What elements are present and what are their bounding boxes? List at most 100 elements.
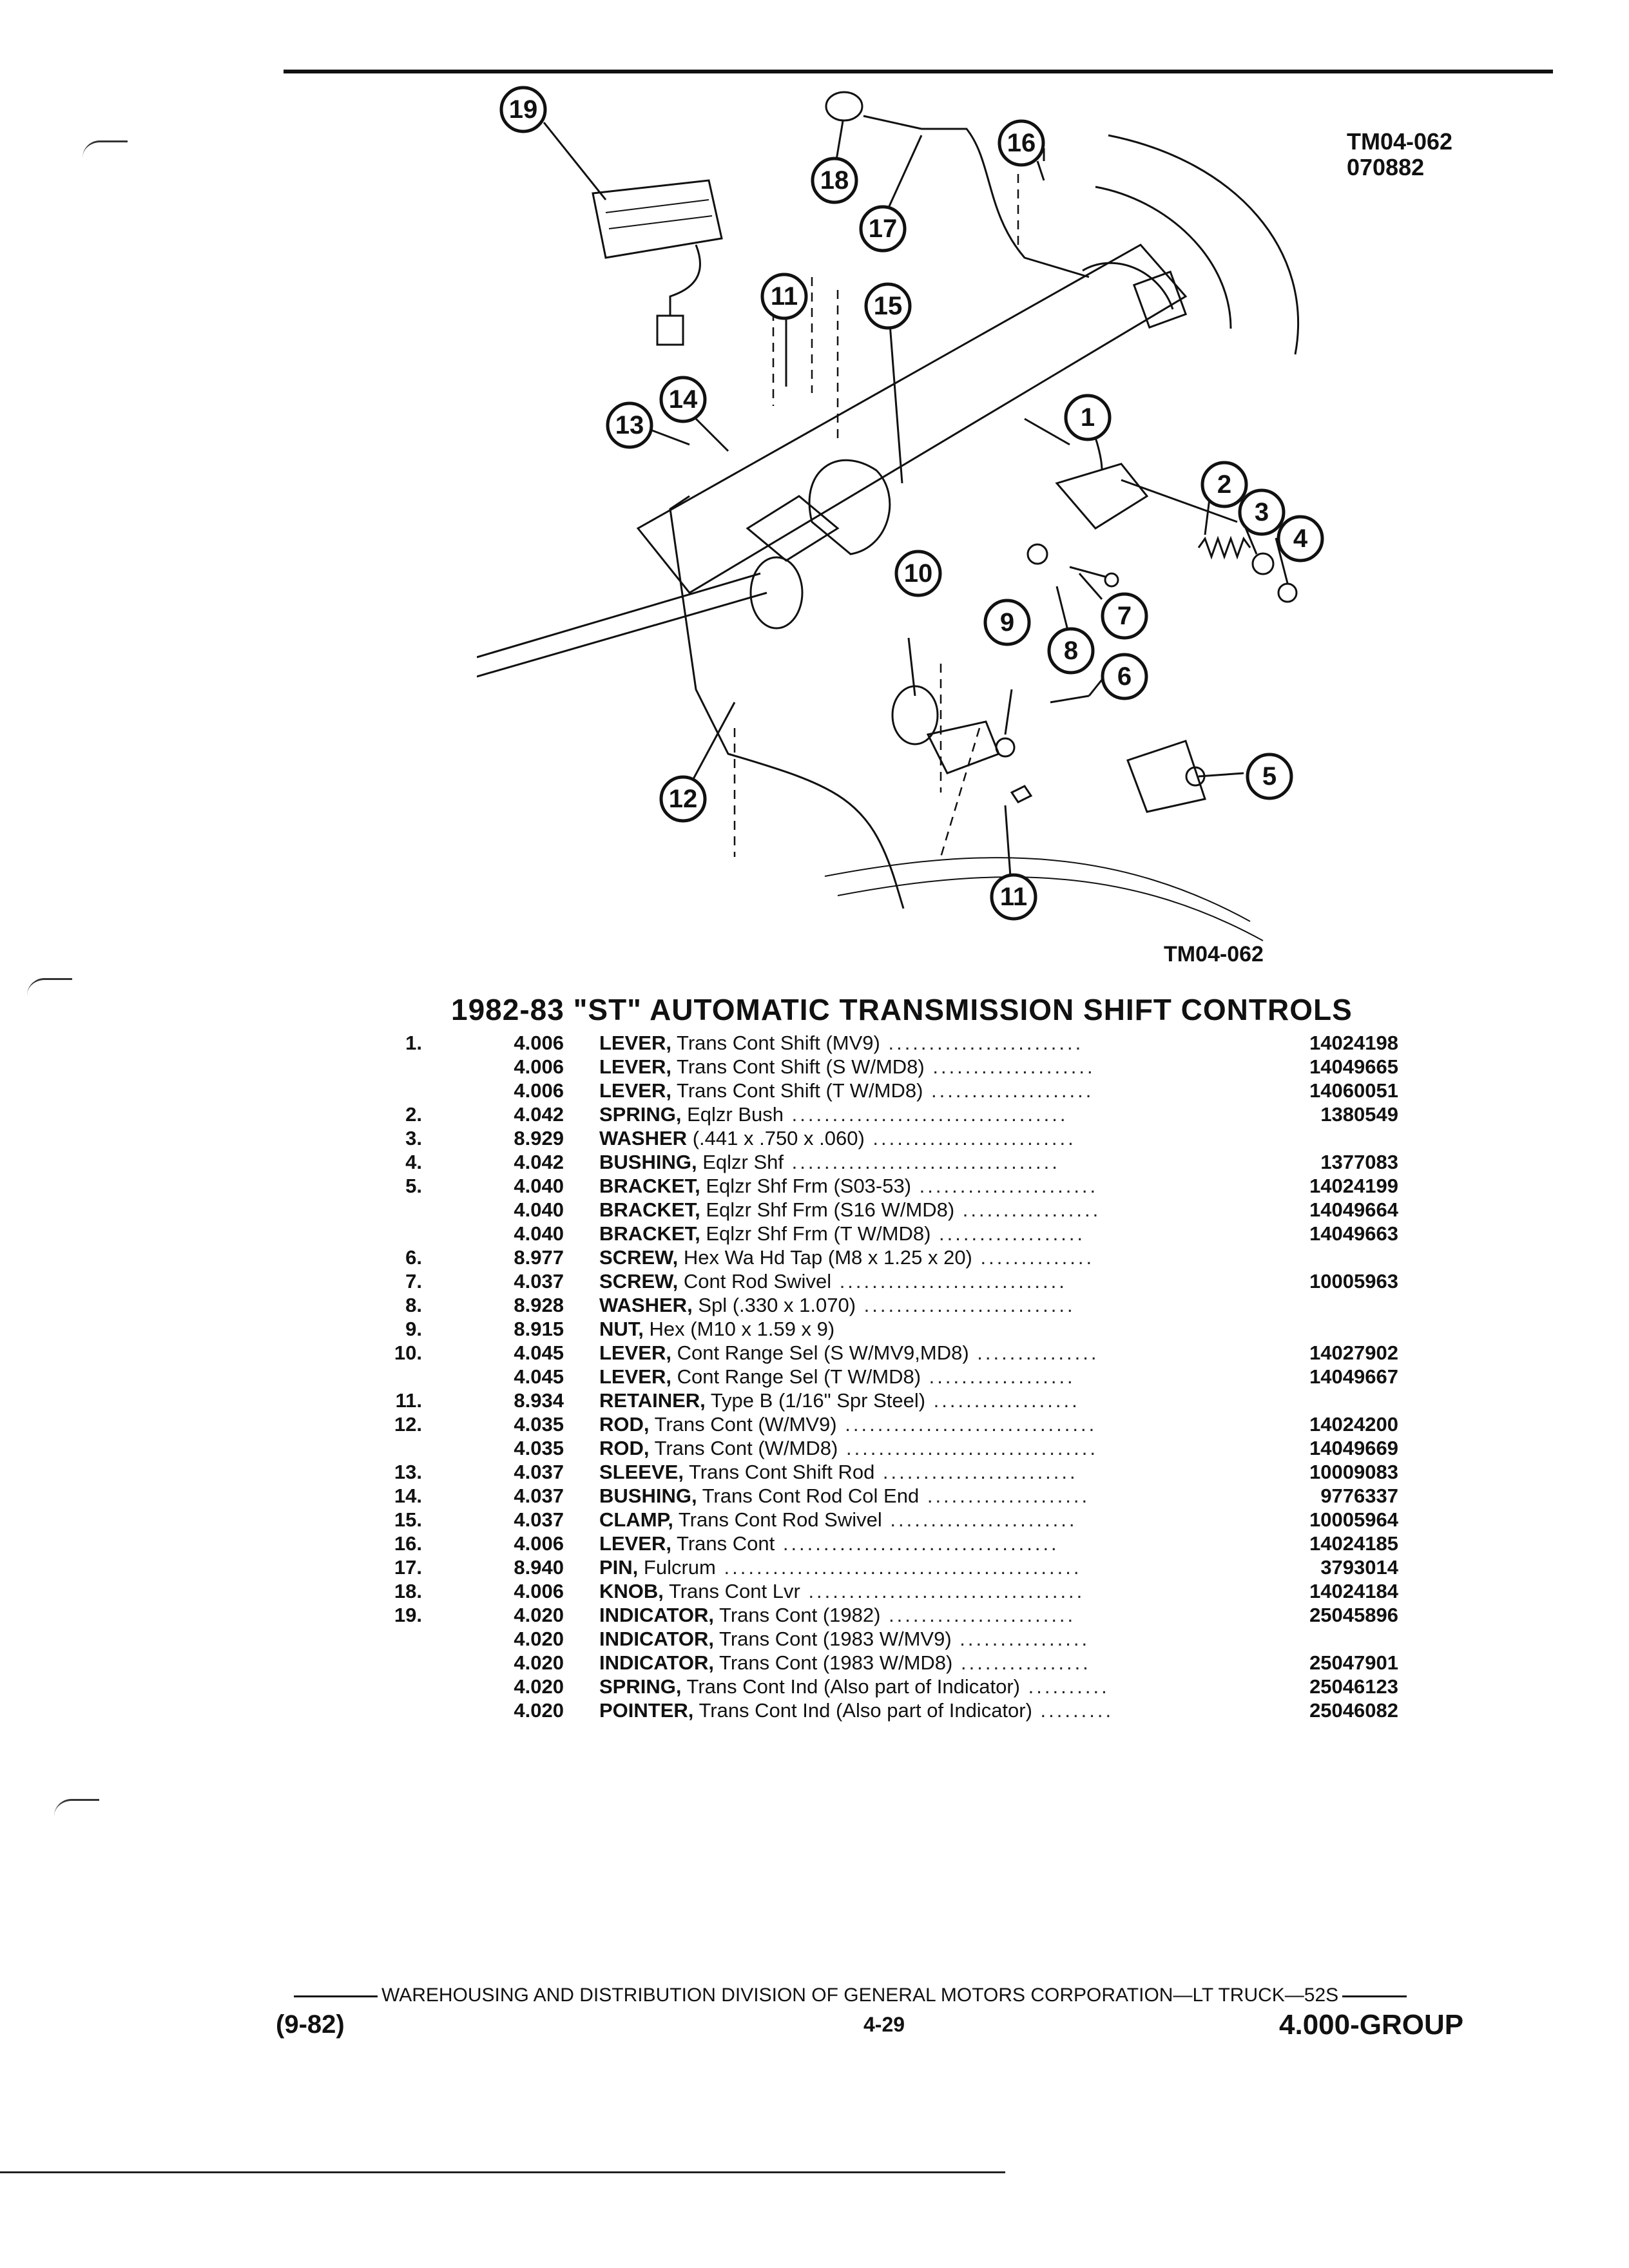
item-number: 9. bbox=[405, 1318, 422, 1340]
svg-text:10: 10 bbox=[904, 559, 933, 588]
part-description: SPRING, Eqlzr Bush .....................… bbox=[599, 1102, 1276, 1126]
dot-leader: .................... bbox=[919, 1485, 1090, 1507]
svg-text:15: 15 bbox=[874, 292, 903, 320]
item-number: 10. bbox=[394, 1341, 422, 1364]
dot-leader: .............. bbox=[972, 1246, 1095, 1269]
part-description: BRACKET, Eqlzr Shf Frm (S03-53) ........… bbox=[599, 1174, 1276, 1198]
group-number: 8.928 bbox=[514, 1294, 564, 1316]
group-number: 4.040 bbox=[514, 1222, 564, 1245]
part-description: INDICATOR, Trans Cont (1983 W/MD8) .....… bbox=[599, 1651, 1276, 1675]
knob bbox=[825, 91, 863, 122]
part-number: 3793014 bbox=[1320, 1556, 1398, 1579]
part-number: 14049664 bbox=[1309, 1198, 1398, 1221]
part-detail: Trans Cont (1983 W/MD8) bbox=[719, 1651, 953, 1674]
svg-text:11: 11 bbox=[771, 282, 798, 311]
indicator-connector bbox=[656, 314, 684, 346]
part-noun: SCREW, bbox=[599, 1246, 679, 1269]
part-noun: PIN, bbox=[599, 1556, 639, 1579]
dot-leader: ................................. bbox=[783, 1151, 1060, 1173]
cable-lower bbox=[477, 591, 767, 678]
column-switch bbox=[1132, 270, 1188, 329]
footer-dash-left bbox=[294, 1995, 378, 1997]
figure-code-number: TM04-062 bbox=[1347, 128, 1453, 155]
group-number: 4.040 bbox=[514, 1198, 564, 1221]
part-number: 25046082 bbox=[1309, 1699, 1398, 1722]
svg-text:1: 1 bbox=[1081, 403, 1095, 432]
part-detail: Trans Cont Ind (Also part of Indicator) bbox=[686, 1675, 1020, 1698]
part-noun: LEVER, bbox=[599, 1055, 671, 1078]
svg-text:5: 5 bbox=[1262, 762, 1277, 791]
group-number: 4.035 bbox=[514, 1437, 564, 1459]
group-number: 4.006 bbox=[514, 1079, 564, 1102]
dot-leader: ................ bbox=[951, 1628, 1090, 1650]
item-number: 18. bbox=[394, 1580, 422, 1602]
part-detail: Trans Cont Lvr bbox=[668, 1580, 800, 1602]
part-number: 14049663 bbox=[1309, 1222, 1398, 1245]
part-noun: LEVER, bbox=[599, 1032, 671, 1054]
item-number: 15. bbox=[394, 1508, 422, 1531]
footer-group: 4.000-GROUP bbox=[1279, 2009, 1464, 2041]
group-number: 8.977 bbox=[514, 1246, 564, 1269]
callout-7: 7 bbox=[1101, 592, 1148, 640]
bushing bbox=[1277, 582, 1298, 603]
part-detail: Trans Cont Shift (MV9) bbox=[677, 1032, 880, 1054]
washer bbox=[1251, 552, 1275, 575]
callout-13: 13 bbox=[606, 401, 653, 449]
part-detail: (.441 x .750 x .060) bbox=[692, 1127, 865, 1149]
part-description: LEVER, Cont Range Sel (T W/MD8) ........… bbox=[599, 1365, 1276, 1389]
svg-text:9: 9 bbox=[1000, 608, 1014, 637]
upper-lever bbox=[921, 128, 1090, 278]
part-detail: Spl (.330 x 1.070) bbox=[698, 1294, 856, 1316]
dot-leader: ................. bbox=[954, 1198, 1101, 1221]
svg-text:17: 17 bbox=[869, 215, 898, 243]
part-noun: CLAMP, bbox=[599, 1508, 673, 1531]
group-number: 4.035 bbox=[514, 1413, 564, 1436]
tap-screw bbox=[1050, 695, 1090, 704]
svg-text:13: 13 bbox=[615, 411, 644, 439]
part-number: 14024200 bbox=[1309, 1413, 1398, 1436]
part-noun: SPRING, bbox=[599, 1103, 682, 1126]
callout-6: 6 bbox=[1101, 653, 1148, 700]
dot-leader: ....................... bbox=[880, 1604, 1076, 1626]
group-number: 4.037 bbox=[514, 1461, 564, 1483]
group-number: 4.006 bbox=[514, 1032, 564, 1054]
svg-text:8: 8 bbox=[1064, 637, 1078, 665]
dot-leader: .................................. bbox=[775, 1532, 1059, 1555]
part-detail: Eqlzr Shf Frm (T W/MD8) bbox=[706, 1222, 931, 1245]
part-description: WASHER (.441 x .750 x .060) ............… bbox=[599, 1126, 1276, 1150]
part-noun: BRACKET, bbox=[599, 1175, 700, 1197]
exploded-view-diagram bbox=[477, 91, 1299, 941]
item-number: 14. bbox=[394, 1485, 422, 1507]
lever-pin bbox=[1036, 160, 1045, 181]
item-number: 13. bbox=[394, 1461, 422, 1483]
part-detail: Trans Cont (1983 W/MV9) bbox=[719, 1628, 952, 1650]
callout-11-lower: 11 bbox=[990, 873, 1037, 921]
part-number: 25045896 bbox=[1309, 1604, 1398, 1626]
part-noun: BUSHING, bbox=[599, 1151, 697, 1173]
part-noun: NUT, bbox=[599, 1318, 644, 1340]
column-flange bbox=[808, 459, 891, 555]
indicator-ribs bbox=[605, 199, 713, 229]
svg-text:18: 18 bbox=[820, 166, 849, 195]
part-noun: INDICATOR, bbox=[599, 1628, 714, 1650]
item-number: 6. bbox=[405, 1246, 422, 1269]
group-number: 4.037 bbox=[514, 1270, 564, 1293]
figure-code: TM04-062 070882 bbox=[1347, 129, 1452, 180]
part-detail: Cont Range Sel (T W/MD8) bbox=[677, 1365, 921, 1388]
group-number: 4.040 bbox=[514, 1175, 564, 1197]
part-description: SLEEVE, Trans Cont Shift Rod ...........… bbox=[599, 1460, 1276, 1484]
